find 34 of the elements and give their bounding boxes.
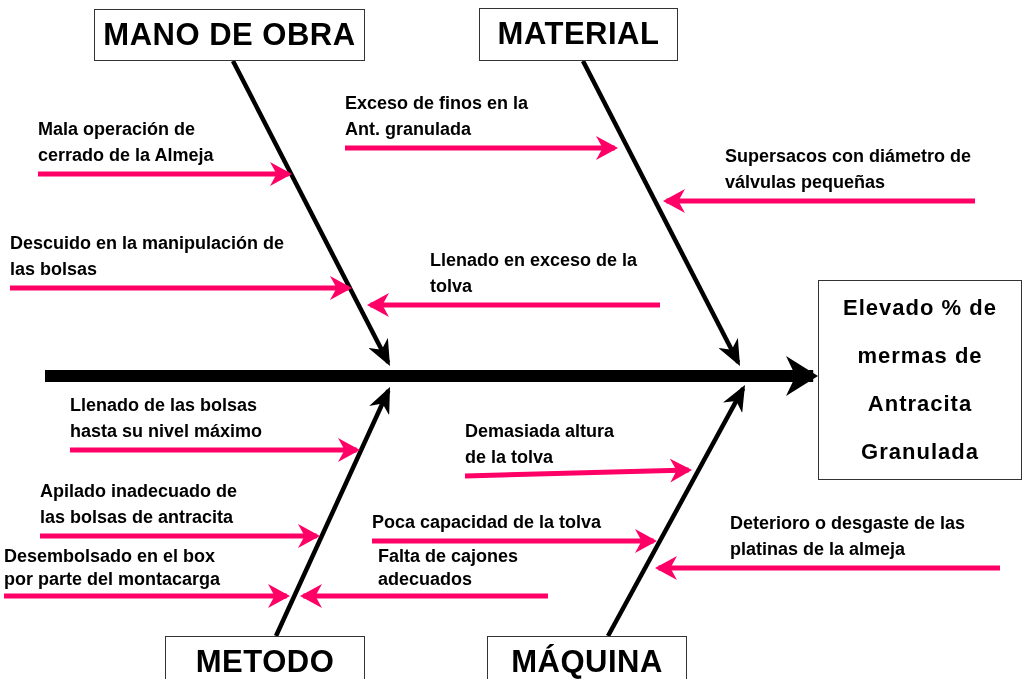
cause-arrow bbox=[663, 189, 975, 213]
cause-arrow bbox=[70, 438, 360, 462]
cause-arrow bbox=[464, 458, 692, 483]
cause-arrow bbox=[4, 584, 290, 608]
cause-arrow bbox=[345, 136, 618, 160]
bone-arrow bbox=[581, 59, 741, 366]
cause-text: Deterioro o desgaste de las platinas de la almeja bbox=[730, 510, 1000, 568]
category-box: METODO bbox=[165, 636, 365, 679]
cause-text: Llenado de las bolsas hasta su nivel máximo bbox=[70, 392, 275, 450]
cause-text: Supersacos con diámetro de válvulas pequeñas bbox=[725, 143, 975, 201]
category-box: MATERIAL bbox=[479, 8, 678, 61]
cause-arrow bbox=[367, 293, 660, 317]
cause-text: Mala operación de cerrado de la Almeja bbox=[38, 116, 266, 174]
category-box: MANO DE OBRA bbox=[94, 9, 365, 61]
bone-arrow bbox=[231, 59, 391, 366]
cause-text: Apilado inadecuado de las bolsas de antracita bbox=[40, 478, 255, 536]
cause-arrow bbox=[40, 524, 320, 548]
spine-arrow bbox=[45, 356, 818, 396]
cause-text: Poca capacidad de la tolva bbox=[372, 509, 617, 541]
cause-arrow bbox=[300, 584, 548, 608]
cause-text: Demasiada altura de la tolva bbox=[465, 418, 630, 476]
cause-text: Descuido en la manipulación de las bolsas bbox=[10, 230, 300, 288]
cause-text: Exceso de finos en la Ant. granulada bbox=[345, 90, 545, 148]
effect-box: Elevado % de mermas de Antracita Granulada bbox=[818, 280, 1022, 480]
cause-text: Llenado en exceso de la tolva bbox=[430, 247, 660, 305]
cause-arrow bbox=[655, 556, 1000, 580]
category-box: MÁQUINA bbox=[487, 636, 687, 679]
bone-arrow bbox=[273, 387, 391, 637]
cause-arrow bbox=[38, 162, 292, 186]
cause-text: Falta de cajones adecuados bbox=[378, 545, 548, 596]
bone-arrow bbox=[606, 385, 746, 638]
cause-arrow bbox=[10, 276, 352, 300]
cause-arrow bbox=[372, 529, 657, 553]
cause-text: Desembolsado en el box por parte del montacarga bbox=[4, 545, 240, 596]
